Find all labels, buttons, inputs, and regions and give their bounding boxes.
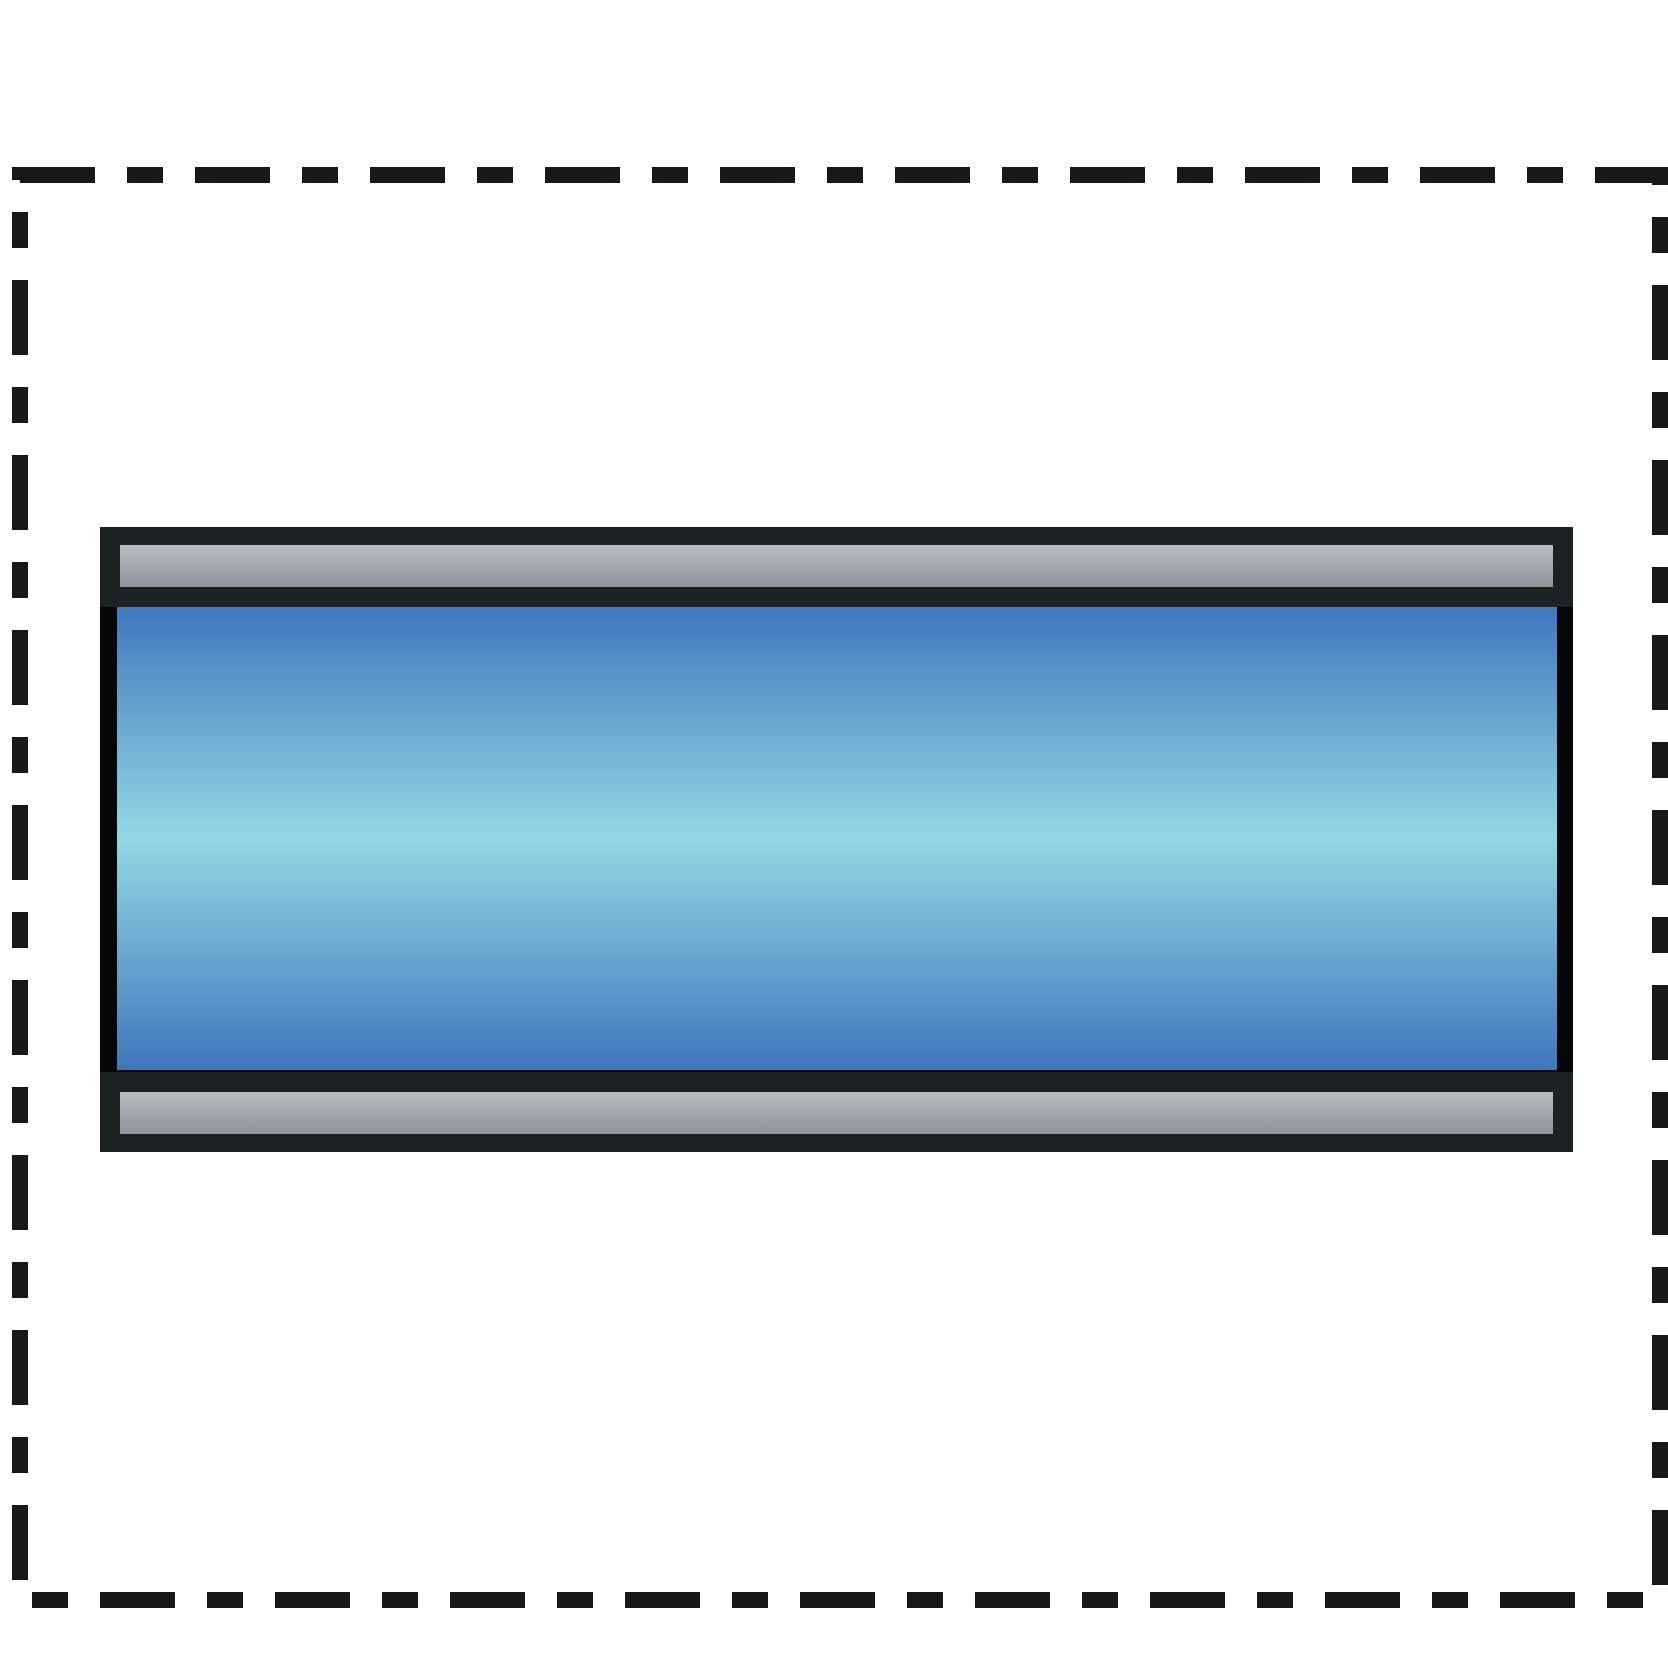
selection-frame <box>12 167 1668 1608</box>
pipe-flange-top <box>100 527 1573 607</box>
pipe-flange-bottom <box>100 1072 1573 1152</box>
pipe-body <box>100 605 1573 1075</box>
